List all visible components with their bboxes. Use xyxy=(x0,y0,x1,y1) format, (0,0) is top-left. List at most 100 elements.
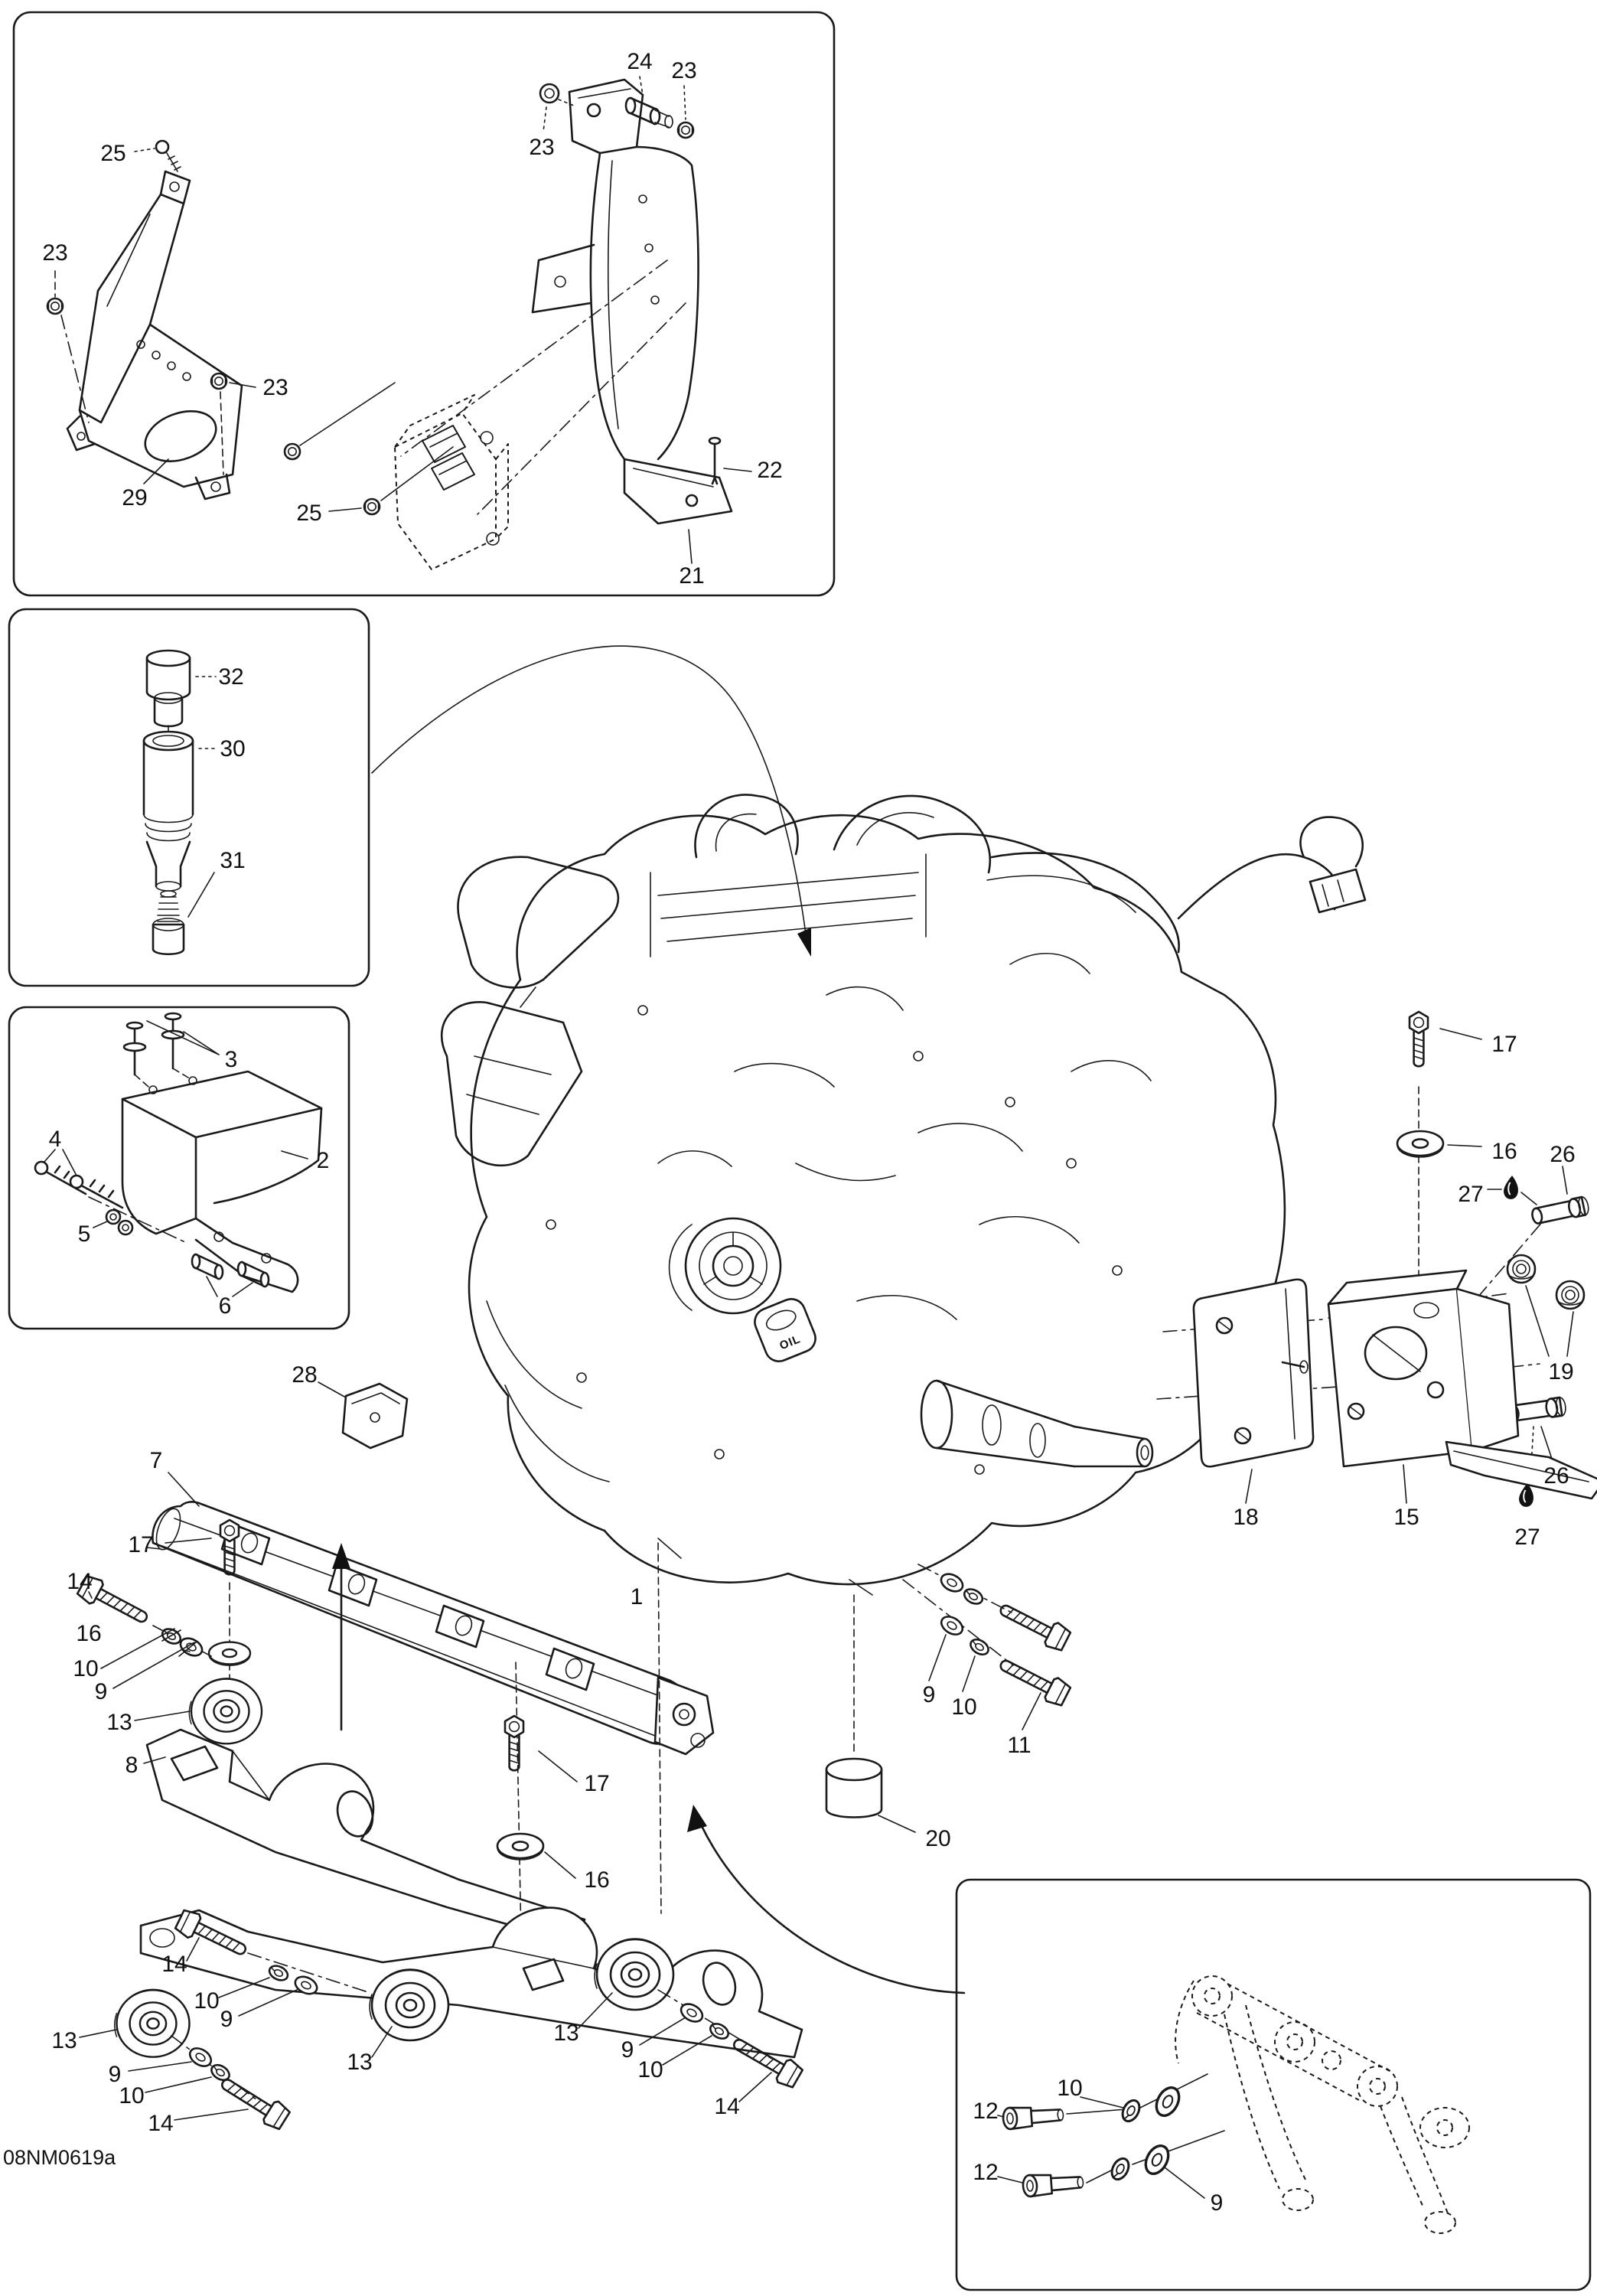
callout-18: 18 xyxy=(1233,1505,1258,1530)
callout-14: 14 xyxy=(67,1569,92,1594)
part-32-cap xyxy=(145,649,217,728)
right-fasteners xyxy=(1396,1010,1592,1508)
callout-9: 9 xyxy=(95,1679,108,1704)
callout-20: 20 xyxy=(925,1826,950,1851)
mid-bolt-17-16 xyxy=(496,1662,578,1978)
part-5-washers xyxy=(93,1208,134,1236)
callout-30: 30 xyxy=(220,736,245,762)
callout-6: 6 xyxy=(219,1293,232,1319)
callout-13: 13 xyxy=(106,1710,132,1735)
engine-callout-line xyxy=(657,1542,662,1914)
part-30-sleeve xyxy=(142,725,217,892)
rear-bolts-12 xyxy=(997,2073,1225,2199)
part-3-pins xyxy=(122,1012,220,1076)
callout-16: 16 xyxy=(584,1867,609,1893)
fastener-23-nut-right xyxy=(676,85,695,139)
fastener-23-nut-top xyxy=(539,83,575,132)
callout-25: 25 xyxy=(100,141,125,166)
bracket-21 xyxy=(400,78,733,525)
callout-17: 17 xyxy=(584,1771,609,1796)
callout-25: 25 xyxy=(296,501,321,526)
callout-17: 17 xyxy=(128,1532,153,1557)
callout-16: 16 xyxy=(1491,1139,1517,1164)
bracket-8-upper xyxy=(143,1728,586,1945)
callout-3: 3 xyxy=(225,1047,238,1072)
callout-27: 27 xyxy=(1514,1525,1540,1550)
callout-1: 1 xyxy=(631,1584,644,1609)
callout-14: 14 xyxy=(714,2094,739,2119)
callout-9: 9 xyxy=(109,2062,122,2087)
fastener-25-screw xyxy=(134,139,181,172)
callout-13: 13 xyxy=(553,2020,579,2046)
harness-connector xyxy=(1177,816,1367,920)
callout-2: 2 xyxy=(317,1148,330,1173)
callout-27: 27 xyxy=(1458,1182,1483,1207)
callout-23: 23 xyxy=(671,58,696,83)
callout-11: 11 xyxy=(1007,1733,1031,1758)
callout-31: 31 xyxy=(220,848,245,873)
bracket-8-lower xyxy=(139,1906,803,2059)
callout-16: 16 xyxy=(76,1621,101,1646)
ecu-module-ghost xyxy=(394,394,509,570)
fastener-23-nut-mid xyxy=(210,372,256,475)
callout-13: 13 xyxy=(347,2050,372,2075)
callout-14: 14 xyxy=(148,2111,173,2136)
callout-10: 10 xyxy=(194,1988,219,2014)
bracket-29 xyxy=(66,170,243,501)
callout-10: 10 xyxy=(1057,2076,1082,2101)
oil-cap: OIL xyxy=(754,1298,816,1362)
fastener-25-nut-ecu xyxy=(328,446,454,516)
assembly-arrow-curved xyxy=(687,1805,966,1994)
callout-9: 9 xyxy=(621,2037,634,2063)
part-6-pins xyxy=(191,1253,270,1297)
part-4-screws xyxy=(34,1149,187,1244)
inset-box-rear-support: 12 10 12 9 xyxy=(955,1878,1592,2291)
fastener-22-pin xyxy=(708,436,752,485)
callout-10: 10 xyxy=(951,1694,976,1720)
lower-bolt-cluster xyxy=(902,1564,1073,1730)
support-arm-7 xyxy=(152,1472,715,1756)
leader-21 xyxy=(688,529,693,564)
assembly-arrow-up xyxy=(332,1543,350,1731)
bracket-28 xyxy=(318,1381,409,1450)
mount-row xyxy=(79,1906,806,2133)
callout-8: 8 xyxy=(125,1753,139,1778)
fastener-23-nut-left xyxy=(46,270,90,423)
callout-12: 12 xyxy=(973,2160,998,2185)
callout-9: 9 xyxy=(1211,2190,1224,2216)
callout-26: 26 xyxy=(1543,1463,1569,1489)
inset-box-ecm-bracket: 3 2 4 5 6 xyxy=(8,1006,350,1330)
callout-14: 14 xyxy=(161,1952,187,1977)
drawing-code: 08NM0619a xyxy=(3,2146,116,2169)
leader-box2-to-engine xyxy=(371,645,811,957)
bracket-15 xyxy=(1327,1269,1597,1504)
output-shaft xyxy=(920,1379,1154,1468)
inset-box-top-left: 25 23 23 29 25 24 23 23 22 21 xyxy=(12,11,836,597)
callout-4: 4 xyxy=(49,1127,62,1152)
callout-21: 21 xyxy=(679,563,704,589)
callout-24: 24 xyxy=(627,49,652,74)
callout-23: 23 xyxy=(262,375,288,400)
callout-10: 10 xyxy=(73,1656,98,1681)
part-31-screw xyxy=(152,872,215,956)
fastener-24-bushing xyxy=(624,76,673,129)
fastener-25-bolt-ecu xyxy=(283,382,396,461)
callout-15: 15 xyxy=(1393,1505,1419,1530)
callout-13: 13 xyxy=(51,2028,77,2053)
rear-bracket-ghost xyxy=(1175,1975,1470,2234)
callout-22: 22 xyxy=(757,458,782,483)
callout-19: 19 xyxy=(1548,1359,1573,1384)
callout-26: 26 xyxy=(1550,1142,1575,1167)
callout-7: 7 xyxy=(150,1448,163,1473)
inset-box-mount-sleeve: 32 30 31 xyxy=(8,608,370,987)
callout-29: 29 xyxy=(122,485,147,510)
leader-29 xyxy=(143,458,169,484)
callout-5: 5 xyxy=(78,1221,91,1247)
callout-12: 12 xyxy=(973,2099,998,2124)
callout-23: 23 xyxy=(42,240,67,266)
callout-23: 23 xyxy=(529,135,554,160)
upper-mount-hardware xyxy=(74,1518,263,1745)
pulley xyxy=(668,1217,782,1315)
callout-10: 10 xyxy=(637,2057,663,2082)
